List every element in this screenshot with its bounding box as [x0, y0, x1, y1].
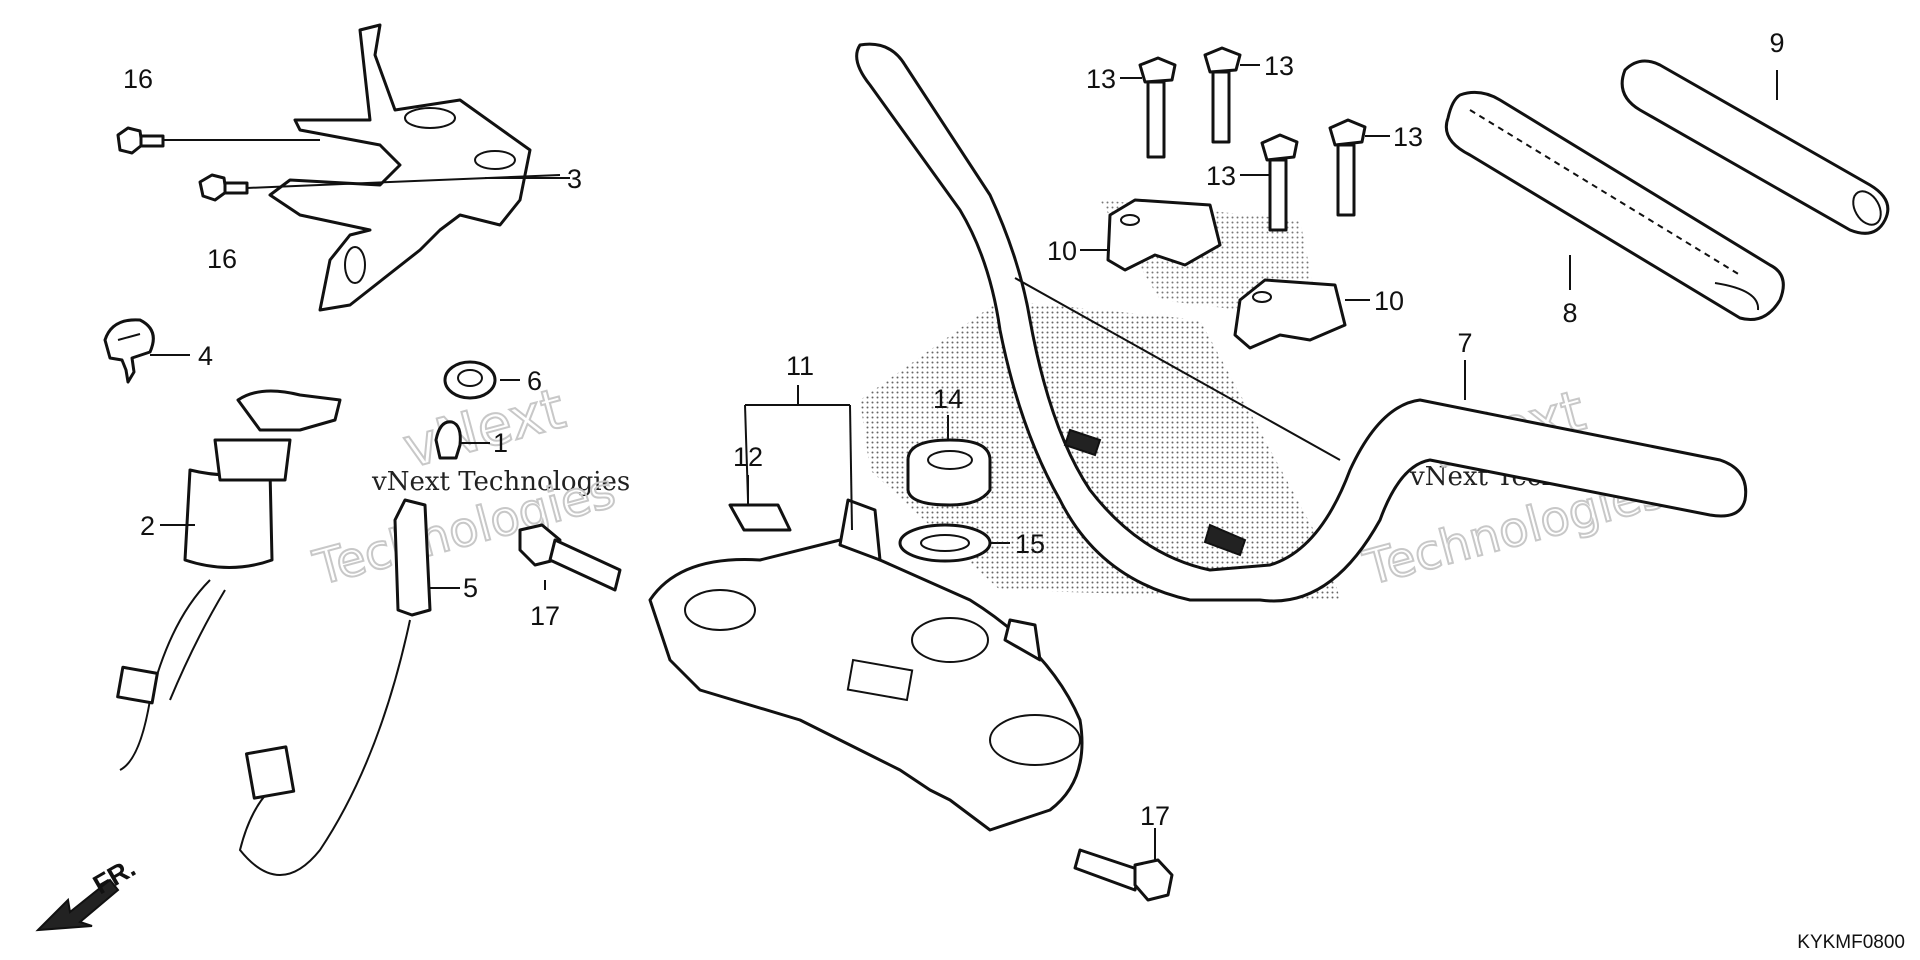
part-grip-cover	[1444, 90, 1785, 321]
callout-16-upper: 16	[123, 64, 153, 94]
callout-11: 11	[786, 351, 814, 381]
callout-1: 1	[493, 428, 508, 458]
part-bolt-upper	[116, 126, 165, 155]
part-stem-nut	[906, 438, 992, 507]
callouts: 16 16 3 4 2 6 1 5 17 17 11 12 14 15 7 10…	[123, 28, 1785, 831]
part-key	[103, 318, 155, 384]
callout-6: 6	[527, 366, 542, 396]
part-socket-wire	[238, 498, 432, 876]
part-holder-upper	[1106, 198, 1222, 272]
callout-12: 12	[733, 442, 763, 472]
callout-16-lower: 16	[207, 244, 237, 274]
part-bracket	[268, 23, 532, 312]
callout-2: 2	[140, 511, 155, 541]
callout-15: 15	[1015, 529, 1045, 559]
callout-13-d: 13	[1393, 122, 1423, 152]
callout-8: 8	[1562, 298, 1577, 328]
callout-13-b: 13	[1264, 51, 1294, 81]
callout-17-left: 17	[530, 601, 560, 631]
callout-4: 4	[198, 341, 213, 371]
callout-13-c: 13	[1206, 161, 1236, 191]
part-washer	[898, 523, 992, 563]
part-grip	[1620, 59, 1890, 235]
direction-indicator: FR.	[35, 852, 141, 932]
part-bulb	[434, 420, 462, 460]
callout-10-lower: 10	[1374, 286, 1404, 316]
callout-7: 7	[1457, 328, 1472, 358]
part-holder-bolt-4	[1328, 118, 1367, 217]
callout-17-right: 17	[1140, 801, 1170, 831]
callout-3: 3	[567, 164, 582, 194]
part-bolt-lower	[198, 173, 249, 202]
part-holder-bolt-1	[1138, 56, 1177, 159]
leader-lines	[150, 64, 1778, 860]
part-pad	[728, 503, 792, 532]
part-holder-bolt-2	[1203, 46, 1242, 144]
front-arrow-icon	[35, 878, 120, 932]
part-handlebar	[855, 42, 1748, 603]
part-holder-lower	[1233, 278, 1347, 350]
callout-10-upper: 10	[1047, 236, 1077, 266]
callout-5: 5	[463, 573, 478, 603]
part-grommet	[443, 360, 497, 400]
watermark-company-left: vNext Technologies	[371, 467, 630, 497]
part-long-bolt-left	[518, 523, 622, 592]
callout-9: 9	[1769, 28, 1784, 58]
part-holder-bolt-3	[1260, 133, 1299, 232]
callout-14: 14	[933, 384, 963, 414]
callout-13-a: 13	[1086, 64, 1116, 94]
part-ignition-switch	[116, 389, 342, 771]
part-top-bridge	[648, 498, 1084, 832]
part-long-bolt-right	[1073, 848, 1174, 902]
diagram-code: KYKMF0800	[1797, 932, 1905, 953]
